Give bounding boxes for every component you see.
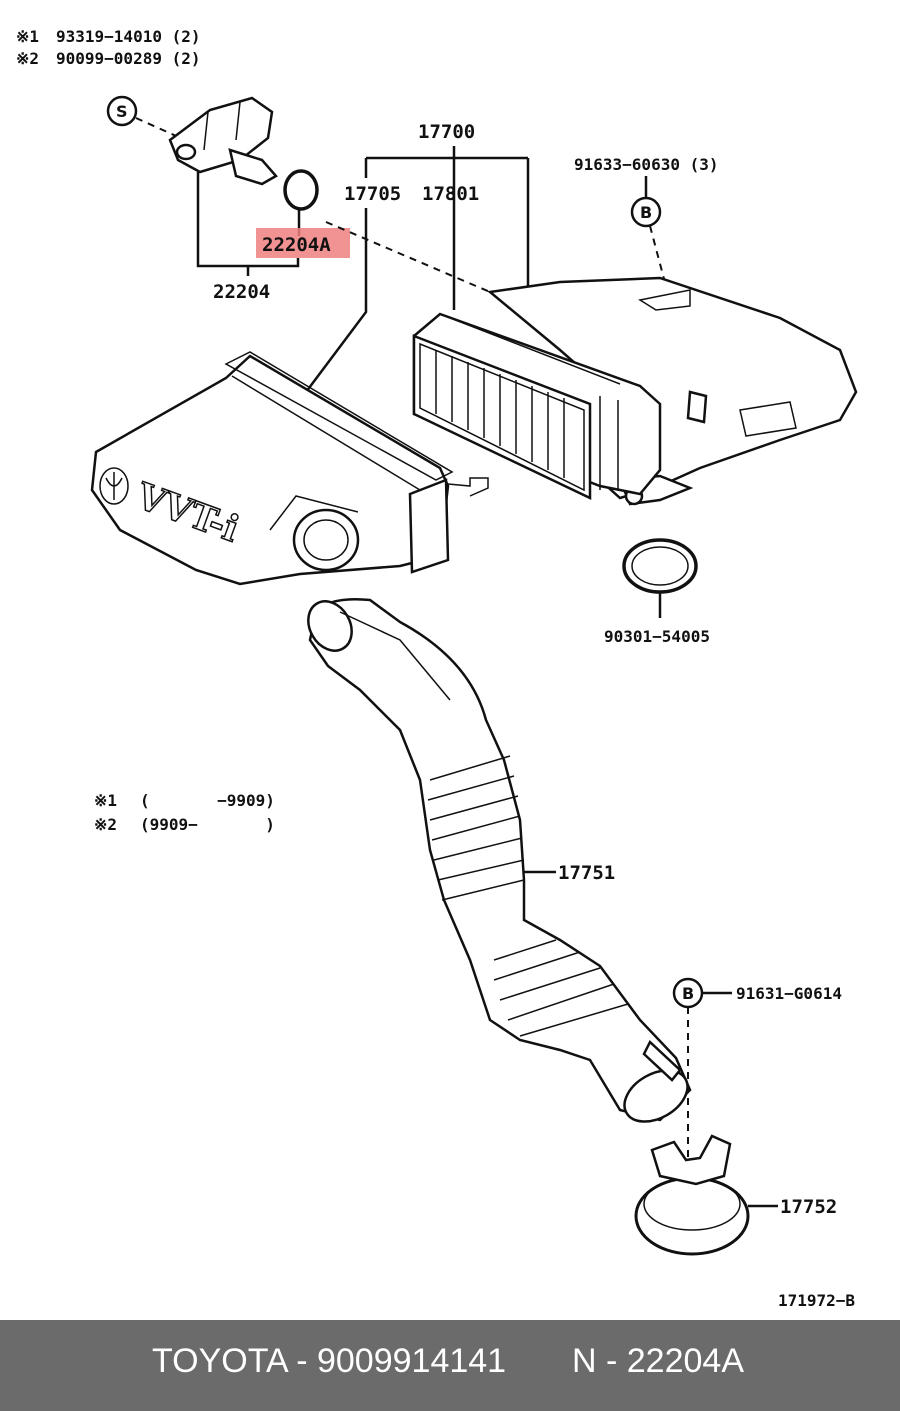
label-17751: 17751: [558, 862, 615, 884]
air-flow-sensor: [168, 96, 278, 186]
b-callout-bottom: B: [672, 977, 704, 1009]
range1-marker: ※1: [94, 791, 117, 810]
label-91631: 91631−G0614: [736, 984, 842, 1003]
range1-text: ( −9909): [140, 791, 275, 810]
label-90301: 90301−54005: [604, 627, 710, 646]
ref1-marker: ※1: [16, 27, 39, 46]
ref2-marker: ※2: [16, 49, 39, 68]
label-22204: 22204: [213, 281, 270, 303]
air-filter-element: [412, 312, 662, 500]
intake-hose: [307, 598, 692, 1123]
diagram-id: 171972−B: [778, 1291, 855, 1310]
gasket-90301: [622, 538, 698, 594]
b-symbol-bottom: B: [682, 984, 694, 1003]
label-17801: 17801: [422, 183, 479, 205]
hose-clamp-17752: [634, 1134, 750, 1256]
footer-item-number: N - 22204A: [572, 1342, 744, 1380]
label-17752: 17752: [780, 1196, 837, 1218]
footer-bar: TOYOTA - 9009914141 N - 22204A: [0, 1320, 900, 1411]
label-91633: 91633−60630 (3): [574, 155, 719, 174]
b-callout-top: B: [630, 196, 662, 228]
label-17705: 17705: [344, 183, 401, 205]
o-ring-22204a: [283, 169, 319, 211]
parts-diagram: ※1 93319−14010 (2) ※2 90099−00289 (2) S …: [16, 27, 858, 1310]
ref2-part: 90099−00289 (2): [56, 49, 201, 68]
label-22204a: 22204A: [262, 234, 331, 256]
s-symbol: S: [116, 102, 128, 121]
range2-marker: ※2: [94, 815, 117, 834]
label-17700: 17700: [418, 121, 475, 143]
b-symbol-top: B: [640, 203, 652, 222]
footer-brand-part-number: TOYOTA - 9009914141: [152, 1342, 507, 1380]
range2-text: (9909− ): [140, 815, 275, 834]
ref1-part: 93319−14010 (2): [56, 27, 201, 46]
air-cleaner-cap: VVT-i: [90, 351, 489, 586]
s-callout: S: [106, 95, 138, 127]
highlight-box: [256, 228, 350, 258]
